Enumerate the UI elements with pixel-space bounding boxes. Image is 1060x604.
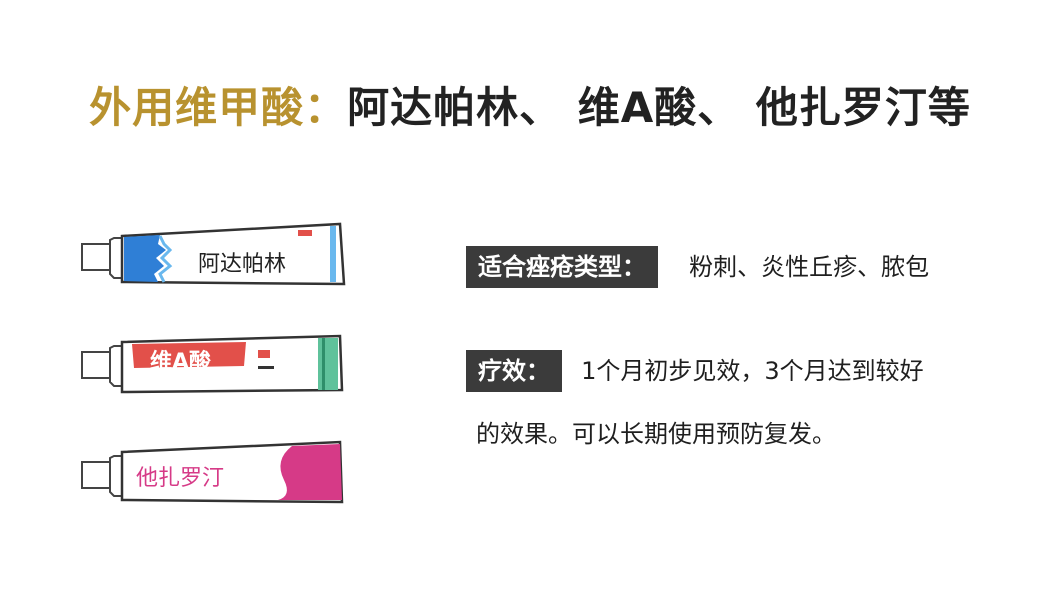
tube-adapalene: 阿达帕林 — [78, 222, 348, 302]
tube-tretinoin-drawing — [81, 334, 344, 394]
acne-type-row: 适合痤疮类型： 粉刺、炎性丘疹、脓包 — [466, 246, 929, 288]
effect-line2: 的效果。可以长期使用预防复发。 — [476, 420, 836, 448]
tube-adapalene-drawing — [81, 222, 346, 286]
tube-tazarotene-label: 他扎罗汀 — [136, 466, 225, 491]
effect-row: 疗效： 1个月初步见效，3个月达到较好 — [466, 350, 924, 392]
effect-tag: 疗效： — [466, 350, 562, 392]
page-title: 外用维甲酸：阿达帕林、 维A酸、 他扎罗汀等 — [0, 74, 1060, 135]
tube-tazarotene-drawing — [81, 440, 344, 504]
acne-type-tag: 适合痤疮类型： — [466, 246, 658, 288]
acne-type-text: 粉刺、炎性丘疹、脓包 — [689, 253, 930, 281]
title-highlight: 外用维甲酸： — [89, 83, 348, 132]
effect-line1: 1个月初步见效，3个月达到较好 — [581, 357, 924, 385]
tube-tretinoin: 维A酸 — [78, 330, 348, 410]
tube-tretinoin-label: 维A酸 — [150, 350, 212, 375]
title-rest: 阿达帕林、 维A酸、 他扎罗汀等 — [347, 83, 971, 132]
tube-adapalene-label: 阿达帕林 — [198, 252, 287, 277]
tube-tazarotene: 他扎罗汀 — [78, 440, 348, 520]
